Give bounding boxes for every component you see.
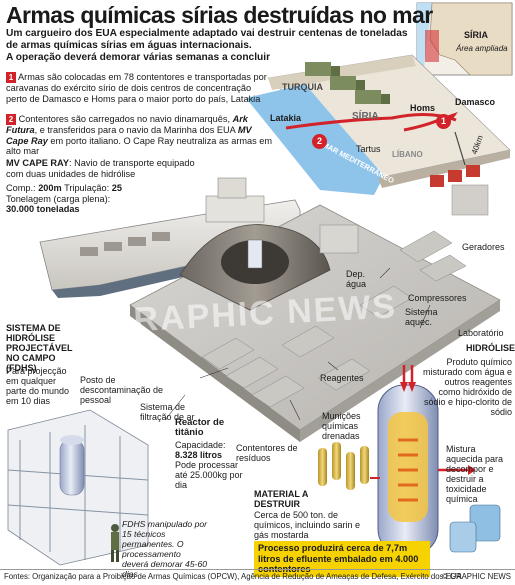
munitions xyxy=(318,442,380,490)
step-1: 1 Armas são colocadas em 78 contentores … xyxy=(6,72,272,104)
footer-credit: © GRAPHIC NEWS xyxy=(442,572,511,581)
fdhs-note: FDHS manipulado por 15 técnicos permanen… xyxy=(122,519,208,579)
inset-country-label: SÍRIA xyxy=(464,30,489,40)
city-tartus: Tartus xyxy=(356,144,381,154)
label-air-filter: Sistema de filtração de ar xyxy=(140,402,195,422)
ship-name: MV CAPE RAY xyxy=(6,158,69,168)
truck-convoy xyxy=(305,62,390,104)
city-damasco: Damasco xyxy=(455,97,496,107)
city-homs: Homs xyxy=(410,103,436,113)
route-marker-2: 2 xyxy=(312,134,327,149)
reactor-capacity-label: Capacidade: xyxy=(175,440,226,450)
label-heating: Sistema aquec. xyxy=(405,307,438,327)
inset-legend: Área ampliada xyxy=(456,44,508,53)
fdhs-desc: Para projecção em qualquer parte do mund… xyxy=(6,366,70,406)
ship-ark-futura: Ark Futura xyxy=(6,114,248,135)
processing-deck xyxy=(129,165,501,442)
route-marker-1: 1 xyxy=(436,114,451,129)
lead-text: A operação deverá demorar várias semanas… xyxy=(6,52,271,63)
label-waste: Contentores de resíduos xyxy=(236,443,298,463)
material-title: MATERIAL A DESTRUIR xyxy=(254,489,308,509)
step-1-number: 1 xyxy=(6,72,16,83)
reactor-title: Reactor de titânio xyxy=(175,417,225,438)
ship-desc: : Navio de transporte equipado com duas … xyxy=(6,158,195,179)
munitions-label: Munições químicas drenadas xyxy=(322,411,361,441)
hydrolysis-reactor xyxy=(377,365,501,556)
page-title: Armas químicas sírias destruídas no mar xyxy=(6,2,433,28)
step-2-text-a: Contentores são carregados no navio dina… xyxy=(18,114,233,124)
scale-bar xyxy=(454,131,466,166)
footer-divider xyxy=(0,569,515,570)
ship-crew-value: 25 xyxy=(111,183,122,193)
ship-length-label: Comp.: xyxy=(6,183,36,193)
map-syria-label: SÍRIA xyxy=(352,111,379,122)
ship-crew-label: Tripulação: xyxy=(64,183,110,193)
step-2-text-b: , e transferidos para o navio da Marinha… xyxy=(34,125,238,135)
footer-sources: Fontes: Organização para a Proibição de … xyxy=(4,572,462,581)
inset-highlight xyxy=(425,30,439,62)
technician-figure xyxy=(111,524,119,562)
step-2: 2 Contentores são carregados no navio di… xyxy=(6,114,276,157)
reactor-specs: Capacidade: 8.328 litros Pode processar … xyxy=(175,440,243,490)
label-laboratory: Laboratório xyxy=(458,328,504,338)
effluent-callout: Processo produzirá cerca de 7,7m litros … xyxy=(254,541,430,577)
step-2-text-c: em porto italiano. O Cape Ray neutraliza… xyxy=(6,135,273,157)
label-decon: Posto de descontaminação de pessoal xyxy=(80,375,164,405)
label-compressors: Compressores xyxy=(408,293,467,303)
ship-cape-ray: MV Cape Ray xyxy=(6,125,252,146)
fdhs-title: SISTEMA DE HIDRÓLISE PROJECTÁVEL NO CAMP… xyxy=(6,323,73,373)
leader-lines xyxy=(164,267,431,421)
step-2-number: 2 xyxy=(6,114,16,125)
map-lebanon-label: LÍBANO xyxy=(392,150,423,159)
label-generators: Geradores xyxy=(462,242,505,252)
hydrolysis-step-2: Mistura aquecida para decompor e destrui… xyxy=(446,444,504,504)
ship-tonnage-label: Tonelagem (carga plena): xyxy=(6,193,111,204)
label-reagents: Reagentes xyxy=(320,373,364,383)
intro-text: Um cargueiro dos EUA especialmente adapt… xyxy=(6,28,408,51)
ship-description: MV CAPE RAY: Navio de transporte equipad… xyxy=(6,158,196,179)
ship-specs: Comp.: 200m Tripulação: 25 Tonelagem (ca… xyxy=(6,183,216,215)
city-latakia: Latakia xyxy=(270,113,302,123)
hydrolysis-step-1: Produto químico misturado com água e out… xyxy=(422,357,512,417)
label-water-tank: Dep. água xyxy=(346,269,367,289)
map-turkey-label: TURQUIA xyxy=(282,82,323,92)
inset-map xyxy=(416,2,513,76)
ship-tonnage-value: 30.000 toneladas xyxy=(6,204,80,215)
step-1-text: Armas são colocadas em 78 contentores e … xyxy=(6,72,267,104)
ship-length-value: 200m xyxy=(38,183,62,193)
hydrolysis-title: HIDRÓLISE xyxy=(466,343,515,353)
reactor-capacity-value: 8.328 litros xyxy=(175,450,223,460)
reactor-process: Pode processar até 25.000kg por dia xyxy=(175,460,243,490)
cape-ray-ship xyxy=(39,177,301,298)
material-desc: Cerca de 500 ton. de químicos, incluindo… xyxy=(254,510,361,540)
